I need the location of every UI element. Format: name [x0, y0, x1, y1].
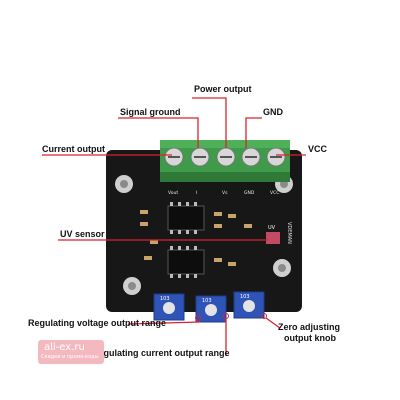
pin-label: Vs: [222, 190, 228, 196]
pin-label: VCC: [270, 190, 279, 196]
watermark-tagline: Скидки и промо-коды: [41, 354, 99, 360]
pin-label: GND: [244, 190, 255, 196]
watermark-site: ali-ex.ru: [44, 342, 85, 353]
pin-label: I: [196, 190, 197, 196]
callout-dots: [195, 313, 267, 321]
brand-text: VDEMAN: [286, 222, 292, 244]
label-vcc: VCC: [308, 144, 328, 154]
ic-pins: [170, 202, 197, 278]
smd-components: [140, 210, 252, 266]
label-regulating-voltage: Regulating voltage output range: [28, 318, 167, 328]
label-current-output: Current output: [42, 144, 105, 154]
label-gnd: GND: [263, 107, 283, 117]
watermark-badge: ali-ex.ru Скидки и промо-коды: [38, 340, 104, 364]
pin-label: Vout: [168, 190, 178, 196]
ic-chip-lower: [167, 249, 205, 275]
pot-text: 103: [160, 296, 170, 302]
uv-sensor-chip: [266, 232, 280, 244]
label-uv-sensor: UV sensor: [60, 229, 105, 239]
ic-chip-upper: [167, 205, 205, 231]
callout-lines: [42, 97, 306, 356]
potentiometers: [153, 291, 265, 323]
label-regulating-current: Regulating current output range: [92, 348, 230, 358]
uv-chip-text: UV: [268, 225, 276, 231]
label-signal-ground: Signal ground: [120, 107, 181, 117]
label-zero-adjusting-2: output knob: [284, 333, 336, 343]
pot-text: 103: [202, 298, 212, 304]
pot-text: 103: [240, 294, 250, 300]
label-power-output: Power output: [194, 84, 252, 94]
label-zero-adjusting-1: Zero adjusting: [278, 322, 341, 332]
pcb-board: [106, 150, 302, 312]
